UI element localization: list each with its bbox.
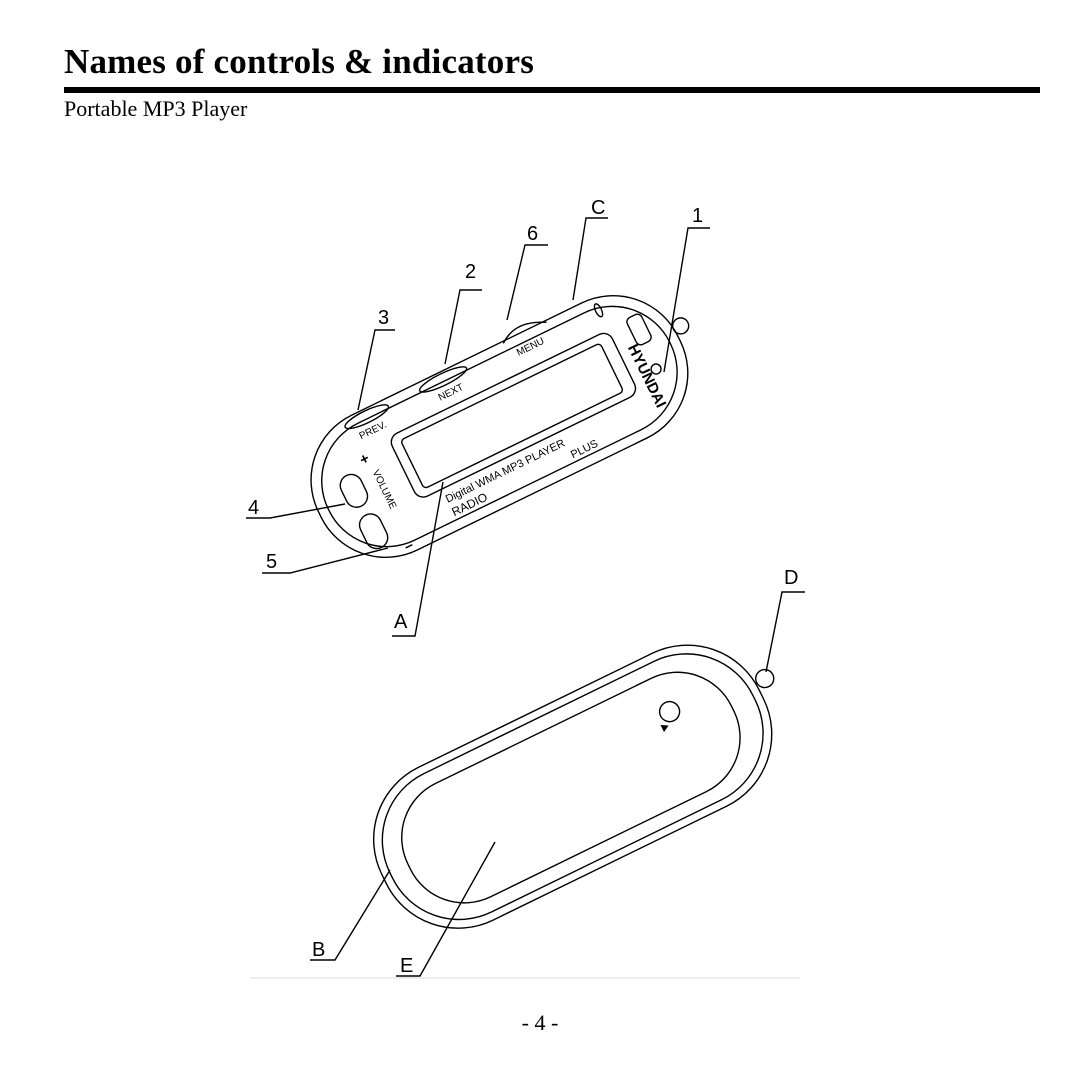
hold-switch[interactable] [625, 313, 653, 347]
page-number: - 4 - [521, 1010, 559, 1035]
lanyard-ring [671, 317, 690, 335]
callout-2: 2 [465, 261, 476, 283]
callout-4: 4 [248, 497, 259, 519]
indicator-led [593, 303, 604, 318]
lcd-display [401, 343, 624, 489]
page-subtitle: Portable MP3 Player [64, 96, 248, 121]
callout-e: E [400, 955, 413, 977]
callout-3: 3 [378, 307, 389, 329]
menu-button[interactable] [500, 315, 547, 344]
strap-hole [650, 363, 662, 375]
callout-a: A [394, 611, 408, 633]
next-button[interactable] [417, 363, 469, 397]
prev-label: PREV. [358, 420, 389, 443]
rear-lanyard-ring [755, 668, 775, 689]
page-title: Names of controls & indicators [64, 42, 535, 81]
back-view [372, 644, 775, 929]
next-label: NEXT [437, 382, 466, 404]
volume-minus-sign: – [401, 536, 416, 555]
callout-c: C [591, 197, 605, 219]
arrow-icon [660, 724, 669, 733]
battery-cover [401, 671, 741, 904]
callout-b: B [312, 939, 325, 961]
front-view: HYUNDAI Digital WMA MP3 PLAYER RADIO PLU… [310, 295, 690, 559]
callout-d: D [784, 567, 798, 589]
display-frame [390, 332, 637, 498]
callout-leaders [246, 217, 805, 977]
volume-up-button[interactable] [337, 471, 372, 511]
front-body-outline [310, 295, 689, 559]
volume-down-button[interactable] [356, 510, 392, 552]
callout-1: 1 [692, 205, 703, 227]
callout-5: 5 [266, 551, 277, 573]
front-body-inner [321, 305, 678, 548]
back-body-inner [381, 653, 764, 921]
volume-plus-sign: + [357, 450, 373, 469]
prev-button[interactable] [342, 401, 390, 433]
title-rule [64, 87, 1040, 93]
volume-label: VOLUME [370, 468, 399, 511]
callout-6: 6 [527, 223, 538, 245]
open-mark-icon [658, 700, 681, 723]
